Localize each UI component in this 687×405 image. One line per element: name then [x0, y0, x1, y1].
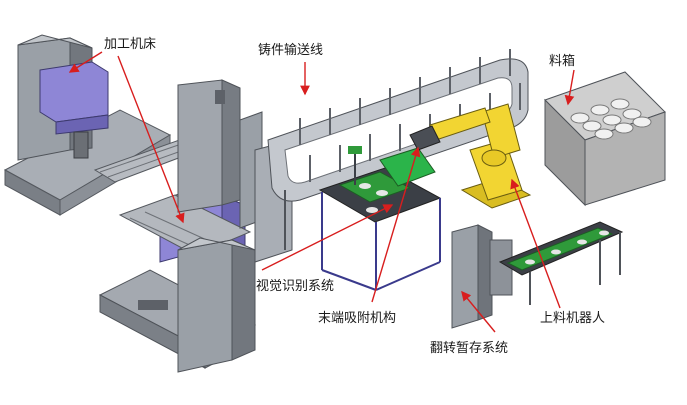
label-bin: 料箱 — [549, 54, 576, 69]
label-casting-conveyor: 铸件输送线 — [258, 43, 324, 58]
machine-tool-left — [3, 34, 207, 216]
arrow-flip-buffer — [461, 290, 496, 333]
machine-tool-lower — [98, 237, 257, 373]
label-machine-tool: 加工机床 — [104, 37, 157, 52]
vision-table — [318, 146, 442, 291]
arrow-machine-tool-mid — [117, 55, 185, 224]
arrow-vision — [261, 204, 394, 271]
label-vision-system: 视觉识别系统 — [256, 279, 335, 294]
label-flip-buffer: 翻转暂存系统 — [430, 341, 509, 356]
label-loading-robot: 上料机器人 — [540, 311, 606, 326]
arrow-machine-tool-top — [68, 51, 103, 73]
arrow-bin — [564, 69, 575, 106]
flip-buffer — [451, 221, 624, 329]
label-end-suction: 末端吸附机构 — [318, 311, 397, 326]
parts-bin — [544, 71, 666, 207]
arrow-end-suction — [371, 146, 421, 303]
arrow-robot — [510, 178, 561, 309]
pointer-arrows — [68, 51, 575, 333]
